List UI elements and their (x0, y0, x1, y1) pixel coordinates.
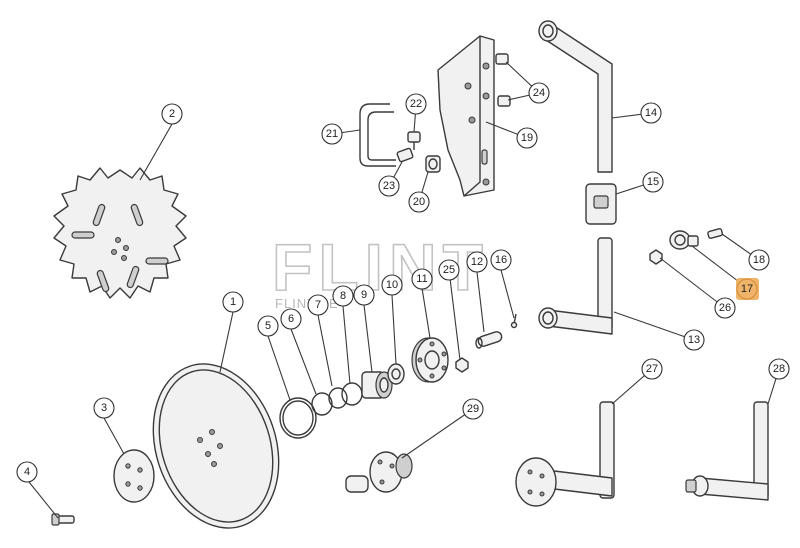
part-nut-20[interactable] (425, 155, 441, 173)
callout-2[interactable]: 2 (161, 103, 183, 125)
svg-text:24: 24 (533, 87, 545, 99)
callout-14[interactable]: 14 (640, 102, 662, 124)
part-bolt-23[interactable] (396, 147, 414, 163)
callout-13[interactable]: 13 (683, 329, 705, 351)
svg-text:10: 10 (386, 279, 398, 291)
callout-24[interactable]: 24 (528, 82, 550, 104)
svg-text:6: 6 (288, 313, 294, 325)
part-washer[interactable] (387, 363, 405, 385)
svg-text:28: 28 (773, 363, 785, 375)
svg-text:2: 2 (169, 108, 175, 120)
svg-text:13: 13 (688, 334, 700, 346)
callout-9[interactable]: 9 (353, 284, 375, 306)
part-rings[interactable] (279, 382, 363, 439)
svg-text:1: 1 (230, 296, 236, 308)
callouts: 1 2 3 4 5 6 7 8 9 10 11 12 13 14 15 16 1… (16, 82, 790, 483)
callout-5[interactable]: 5 (257, 315, 279, 337)
callout-27[interactable]: 27 (641, 358, 663, 380)
callout-1[interactable]: 1 (222, 291, 244, 313)
callout-29[interactable]: 29 (462, 398, 484, 420)
part-notched-disc[interactable] (53, 167, 187, 299)
svg-text:3: 3 (101, 402, 107, 414)
part-bolts-24[interactable] (495, 53, 511, 107)
part-spacer-pin[interactable] (475, 331, 503, 349)
part-lower-arm[interactable] (538, 237, 613, 335)
svg-text:7: 7 (315, 299, 321, 311)
svg-text:26: 26 (719, 302, 731, 314)
callout-16[interactable]: 16 (490, 249, 512, 271)
svg-text:15: 15 (647, 176, 659, 188)
part-flange[interactable] (411, 337, 449, 383)
callout-22[interactable]: 22 (405, 93, 427, 115)
svg-text:11: 11 (416, 273, 427, 285)
callout-28[interactable]: 28 (768, 358, 790, 380)
part-large-disc[interactable] (133, 348, 299, 545)
callout-4[interactable]: 4 (16, 461, 38, 483)
callout-12[interactable]: 12 (466, 251, 488, 273)
callout-10[interactable]: 10 (381, 274, 403, 296)
callout-20[interactable]: 20 (408, 191, 430, 213)
callout-6[interactable]: 6 (280, 308, 302, 330)
svg-text:29: 29 (467, 403, 479, 415)
part-u-bolt[interactable] (359, 103, 396, 167)
part-clamp-17[interactable] (669, 230, 699, 250)
svg-text:4: 4 (24, 466, 30, 478)
svg-text:12: 12 (471, 256, 483, 268)
callout-3[interactable]: 3 (93, 397, 115, 419)
svg-text:5: 5 (265, 320, 271, 332)
svg-text:16: 16 (495, 254, 507, 266)
svg-text:22: 22 (410, 98, 422, 110)
part-bolt[interactable] (51, 513, 75, 526)
callout-26[interactable]: 26 (714, 297, 736, 319)
svg-text:23: 23 (383, 180, 395, 192)
watermark-sub: FLINT.EE (275, 296, 339, 311)
part-bolt-18[interactable] (707, 228, 724, 239)
callout-25[interactable]: 25 (438, 259, 460, 281)
callout-15[interactable]: 15 (642, 171, 664, 193)
callout-18[interactable]: 18 (748, 249, 770, 271)
part-arm-28[interactable] (685, 401, 769, 501)
callout-17[interactable]: 17 (736, 278, 759, 300)
part-small-nut[interactable] (455, 357, 469, 373)
part-upper-arm[interactable] (538, 20, 613, 173)
part-arm-27[interactable] (515, 401, 615, 507)
svg-text:19: 19 (521, 132, 533, 144)
part-nut-26[interactable] (649, 249, 663, 265)
callout-21[interactable]: 21 (321, 123, 343, 145)
callout-11[interactable]: 11 (411, 268, 433, 290)
part-hub-plate[interactable] (113, 449, 155, 503)
callout-23[interactable]: 23 (378, 175, 400, 197)
part-clamp-block[interactable] (585, 183, 617, 225)
part-bolt-22[interactable] (407, 131, 421, 150)
svg-text:8: 8 (340, 290, 346, 302)
svg-text:25: 25 (443, 264, 455, 276)
svg-text:18: 18 (753, 254, 765, 266)
svg-text:9: 9 (361, 289, 367, 301)
part-bearing[interactable] (361, 371, 393, 399)
svg-text:27: 27 (646, 363, 658, 375)
callout-7[interactable]: 7 (307, 294, 329, 316)
svg-text:20: 20 (413, 196, 425, 208)
part-clamp-plate[interactable] (437, 35, 495, 197)
callout-19[interactable]: 19 (516, 127, 538, 149)
part-axle-hub[interactable] (345, 451, 413, 493)
part-small-screw[interactable] (510, 313, 518, 329)
svg-text:14: 14 (645, 107, 657, 119)
svg-text:21: 21 (326, 128, 338, 140)
callout-8[interactable]: 8 (332, 285, 354, 307)
svg-text:17: 17 (741, 283, 753, 295)
